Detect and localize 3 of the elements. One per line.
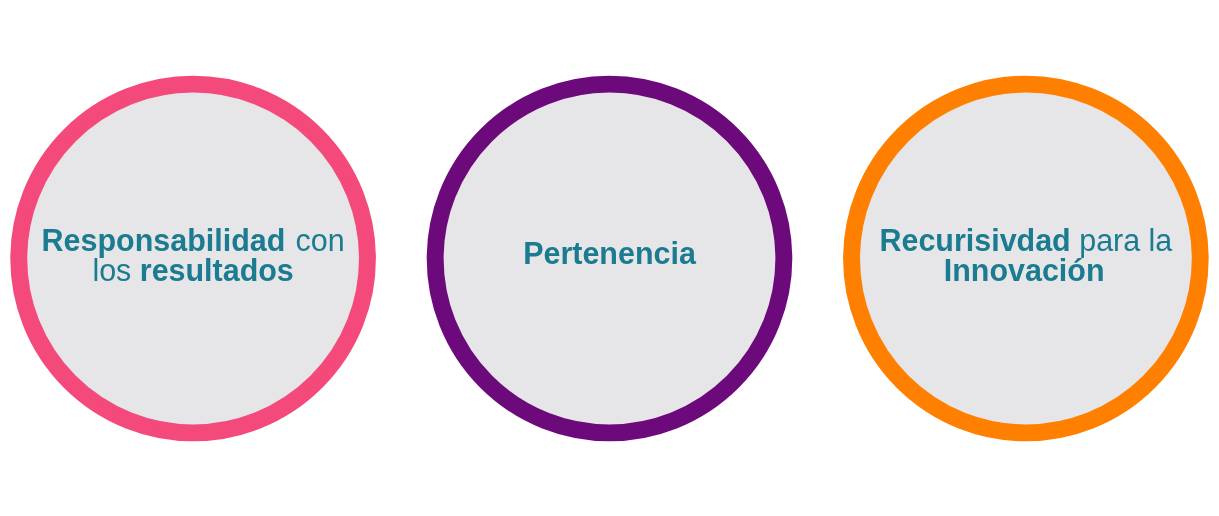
node-circle: Responsabilidad con los resultados [10,75,376,441]
node-circle: Pertenencia [426,75,793,441]
node-circle: Recurisivdad para la Innovación [843,75,1209,441]
